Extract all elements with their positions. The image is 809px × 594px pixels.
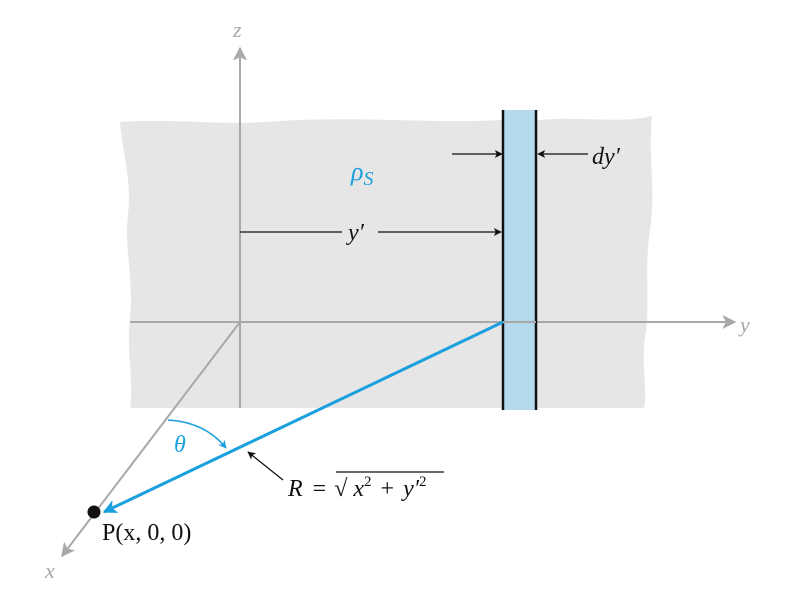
x-axis-label: x — [44, 558, 55, 583]
rho-s-label: ρS — [350, 157, 373, 190]
theta-label: θ — [174, 432, 186, 458]
point-p-label: P(x, 0, 0) — [102, 520, 191, 546]
r-equation-label: R = √ x2 + y′2 — [287, 466, 427, 502]
r-leader-arrow — [247, 451, 284, 481]
dy-prime-label: dy′ — [592, 144, 621, 170]
r-vector — [102, 320, 504, 514]
point-p-marker — [87, 505, 101, 519]
theta-arc — [167, 419, 227, 449]
y-axis-label: y — [738, 312, 750, 337]
y-prime-label: y′ — [346, 220, 365, 246]
differential-strip — [503, 110, 536, 410]
z-axis-label: z — [232, 17, 242, 42]
charged-sheet — [120, 116, 653, 408]
